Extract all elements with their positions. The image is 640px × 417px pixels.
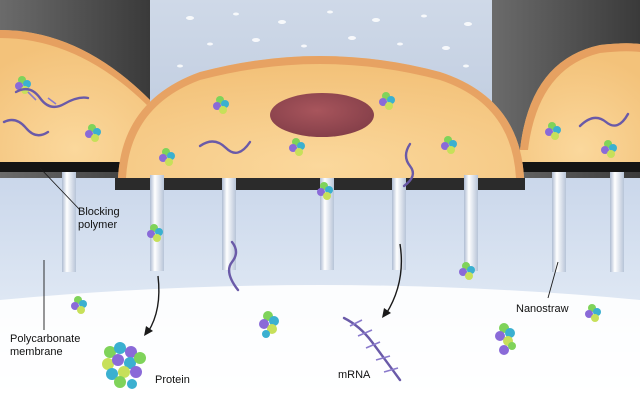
arrow-mrna <box>385 243 403 315</box>
protein-cluster <box>213 96 229 114</box>
arrow-protein <box>147 275 160 333</box>
mrna-strand <box>402 142 415 188</box>
blocking-polymer-label: Blocking polymer <box>78 206 120 231</box>
mrna-strands <box>2 87 630 382</box>
nanostraw <box>610 172 624 272</box>
blocking-polymer-right <box>520 162 640 172</box>
protein-cluster <box>585 304 601 322</box>
mrna-strand <box>14 87 90 109</box>
nanostraw-label: Nanostraw <box>516 303 569 315</box>
protein-cluster <box>441 136 457 154</box>
mrna-strand <box>227 240 240 292</box>
mrna-strand <box>578 112 630 128</box>
protein-cluster <box>459 262 475 280</box>
arrow-head <box>382 308 391 318</box>
leader-nanostraw <box>547 261 559 299</box>
channel-bubbles <box>177 10 472 72</box>
protein-cluster <box>601 140 617 158</box>
nanostraw <box>150 175 164 271</box>
nucleus <box>270 93 374 137</box>
protein-cluster <box>545 122 561 140</box>
protein-clusters <box>15 76 617 389</box>
protein-cluster <box>159 148 175 166</box>
leader-blocking-polymer <box>39 167 81 211</box>
cell-left <box>0 30 150 162</box>
mrna-strand <box>2 118 50 137</box>
protein-cluster <box>317 182 333 200</box>
polycarbonate-membrane-label: Polycarbonate membrane <box>10 333 81 358</box>
protein-cluster <box>85 124 101 142</box>
protein-large <box>102 342 146 389</box>
mrna-rungs <box>27 91 399 373</box>
mrna-strand <box>198 140 252 154</box>
protein-cluster <box>289 138 305 156</box>
membrane-fade <box>0 285 640 417</box>
protein-cluster <box>495 323 516 355</box>
protein-cluster <box>259 311 279 338</box>
blocking-polymer-left <box>0 162 120 172</box>
mrna-label: mRNA <box>338 369 371 381</box>
nanostraw <box>464 175 478 271</box>
nanostraw <box>552 172 566 272</box>
nanostraw <box>320 178 334 270</box>
transport-arrows <box>147 243 403 333</box>
arrow-head <box>144 326 153 336</box>
nanostraw <box>62 172 76 272</box>
protein-cluster <box>379 92 395 110</box>
nanostraw <box>392 178 406 270</box>
protein-cluster <box>147 224 163 242</box>
mrna-strand <box>342 316 402 382</box>
protein-cluster <box>71 296 87 314</box>
nanostraws <box>62 172 624 272</box>
protein-label: Protein <box>155 374 190 386</box>
nanostraw <box>222 178 236 270</box>
leader-lines <box>39 167 559 330</box>
